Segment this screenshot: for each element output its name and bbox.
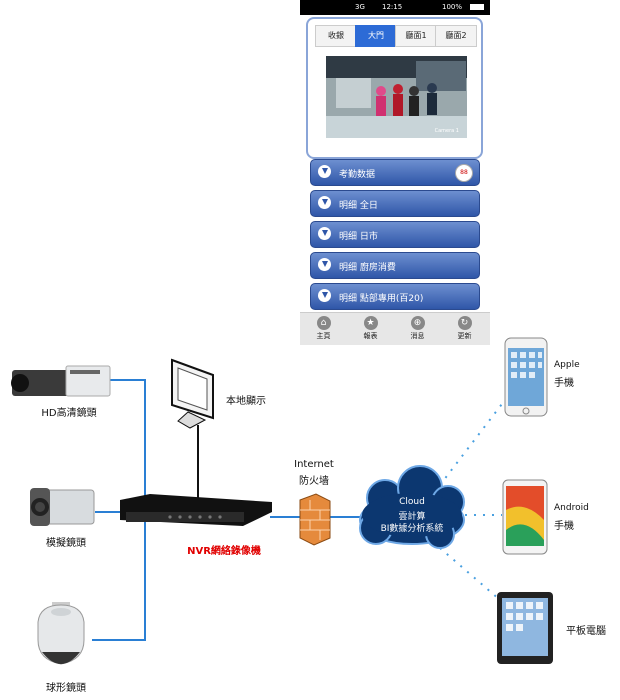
report-icon: ★: [363, 316, 378, 330]
cloud-label-line1: Cloud: [399, 497, 425, 507]
camera-feed[interactable]: Camera 1: [326, 56, 467, 138]
iphone-icon: [504, 337, 548, 417]
apple-label-line2: 手機: [554, 378, 574, 389]
camera-panel: 收銀 大門 廳面1 廳面2 Camera 1: [306, 17, 483, 159]
link-apple: [439, 399, 506, 486]
nav-report[interactable]: ★ 報表: [347, 316, 394, 341]
tab-main-door[interactable]: 大門: [355, 25, 397, 47]
dome-camera-icon: [37, 602, 85, 665]
nav-home[interactable]: ⌂ 主頁: [300, 316, 347, 341]
android-label-line2: 手機: [554, 521, 574, 532]
nav-label: 報表: [363, 332, 378, 340]
network-indicator: 3G: [355, 3, 365, 11]
apple-label-line1: Apple: [554, 360, 580, 370]
accordion-detail-day-market[interactable]: 明细 日市: [310, 221, 480, 248]
nav-message[interactable]: ⊕ 消息: [394, 316, 441, 341]
hd-camera-label: HD高清鏡頭: [41, 408, 97, 419]
accordion-label: 明细 日市: [339, 232, 378, 242]
battery-icon: [470, 4, 484, 10]
down-arrow-icon: [318, 196, 331, 209]
tablet-label: 平板電腦: [566, 626, 606, 637]
local-display-label: 本地顯示: [226, 396, 266, 407]
down-arrow-icon: [318, 258, 331, 271]
tab-hall-2[interactable]: 廳面2: [435, 25, 477, 47]
nav-label: 主頁: [316, 332, 331, 340]
down-arrow-icon: [318, 165, 331, 178]
count-badge: 88: [455, 164, 473, 182]
camera-caption: Camera 1: [434, 128, 459, 134]
firewall-label-line2: 防火墙: [299, 476, 329, 487]
down-arrow-icon: [318, 289, 331, 302]
accordion-label: 明细 點部專用(百20): [339, 294, 424, 304]
hd-camera-icon: [11, 365, 111, 397]
nvr-label: NVR網絡錄像機: [187, 546, 261, 557]
refresh-icon: ↻: [457, 316, 472, 330]
battery-text: 100%: [442, 3, 463, 11]
accordion-label: 明细 全日: [339, 201, 378, 211]
cloud-label-line3: BI數據分析系統: [380, 524, 444, 534]
nav-refresh[interactable]: ↻ 更新: [441, 316, 488, 341]
android-label-line1: Android: [554, 503, 589, 513]
monitor-icon: [171, 358, 214, 429]
accordion-detail-dessert[interactable]: 明细 點部專用(百20): [310, 283, 480, 310]
accordion-label: 考勤数据: [339, 170, 376, 180]
analog-camera-label: 模擬鏡頭: [46, 538, 86, 549]
clock: 12:15: [382, 3, 403, 11]
dome-camera-label: 球形鏡頭: [46, 683, 86, 694]
accordion-detail-all-day[interactable]: 明细 全日: [310, 190, 480, 217]
status-bar: 3G 12:15 100%: [300, 0, 490, 15]
accordion-attendance[interactable]: 考勤数据 88: [310, 159, 480, 186]
camera-feed-scene: [326, 56, 467, 138]
message-icon: ⊕: [410, 316, 425, 330]
firewall-label-line1: Internet: [294, 459, 334, 470]
nav-label: 消息: [410, 332, 425, 340]
cloud-icon: [359, 465, 465, 549]
line-hd-camera: [108, 379, 146, 513]
line-dome-camera: [92, 512, 146, 641]
home-icon: ⌂: [316, 316, 331, 330]
cloud-label-line2: 雲計算: [398, 512, 426, 522]
accordion-label: 明细 廚房消費: [339, 263, 396, 273]
wireless-links: [439, 399, 506, 601]
nvr-recorder-icon: [120, 494, 272, 526]
firewall-icon: [299, 493, 331, 546]
android-phone-icon: [502, 479, 548, 555]
tablet-icon: [497, 592, 553, 664]
down-arrow-icon: [318, 227, 331, 240]
analog-camera-icon: [30, 488, 95, 526]
link-tablet: [439, 547, 501, 601]
tab-hall-1[interactable]: 廳面1: [395, 25, 437, 47]
mobile-app-screenshot: 3G 12:15 100% 收銀 大門 廳面1 廳面2 Camera 1: [300, 0, 490, 345]
nav-label: 更新: [457, 332, 472, 340]
bottom-nav-bar: ⌂ 主頁 ★ 報表 ⊕ 消息 ↻ 更新: [300, 312, 490, 345]
accordion-detail-kitchen[interactable]: 明细 廚房消費: [310, 252, 480, 279]
